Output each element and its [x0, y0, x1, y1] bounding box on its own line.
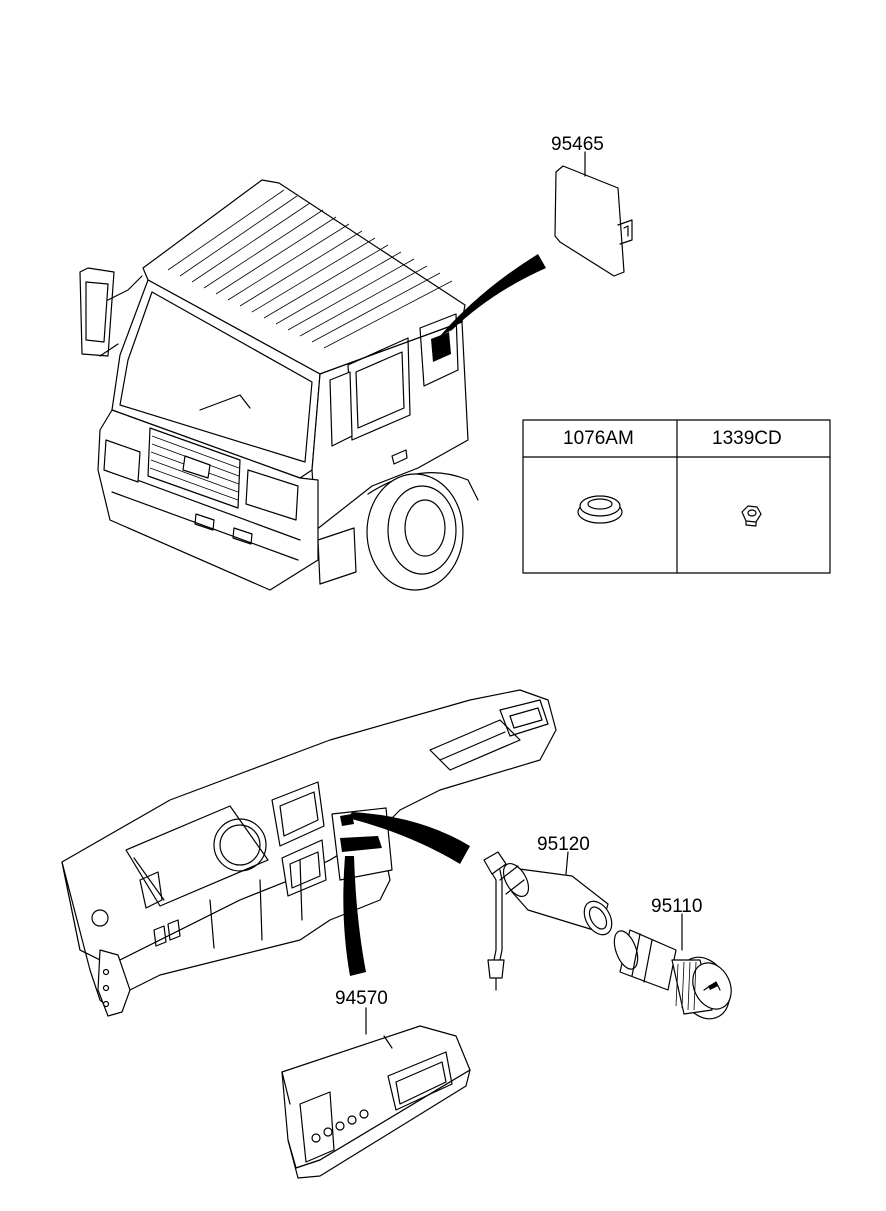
switch-panel-icon	[281, 1007, 471, 1179]
fastener-table	[522, 419, 831, 574]
leader-arrow-cover	[440, 254, 546, 336]
dashboard-panel-illustration	[61, 689, 557, 1017]
leader-arrow-switch	[343, 856, 366, 976]
cigar-lighter-socket-icon	[483, 851, 613, 991]
cover-plate-icon	[554, 151, 633, 277]
truck-cab-illustration	[79, 179, 479, 591]
leader-arrow-socket	[348, 812, 470, 864]
part-number-95110: 95110	[651, 896, 702, 917]
table-header-1076am: 1076AM	[563, 428, 634, 449]
part-number-95465: 95465	[551, 134, 604, 155]
cigar-lighter-plug-icon	[613, 913, 732, 1020]
part-number-95120: 95120	[537, 834, 590, 855]
grommet-icon	[577, 495, 623, 524]
part-number-94570: 94570	[335, 988, 388, 1009]
table-header-1339cd: 1339CD	[712, 428, 782, 449]
nut-icon	[741, 505, 762, 527]
